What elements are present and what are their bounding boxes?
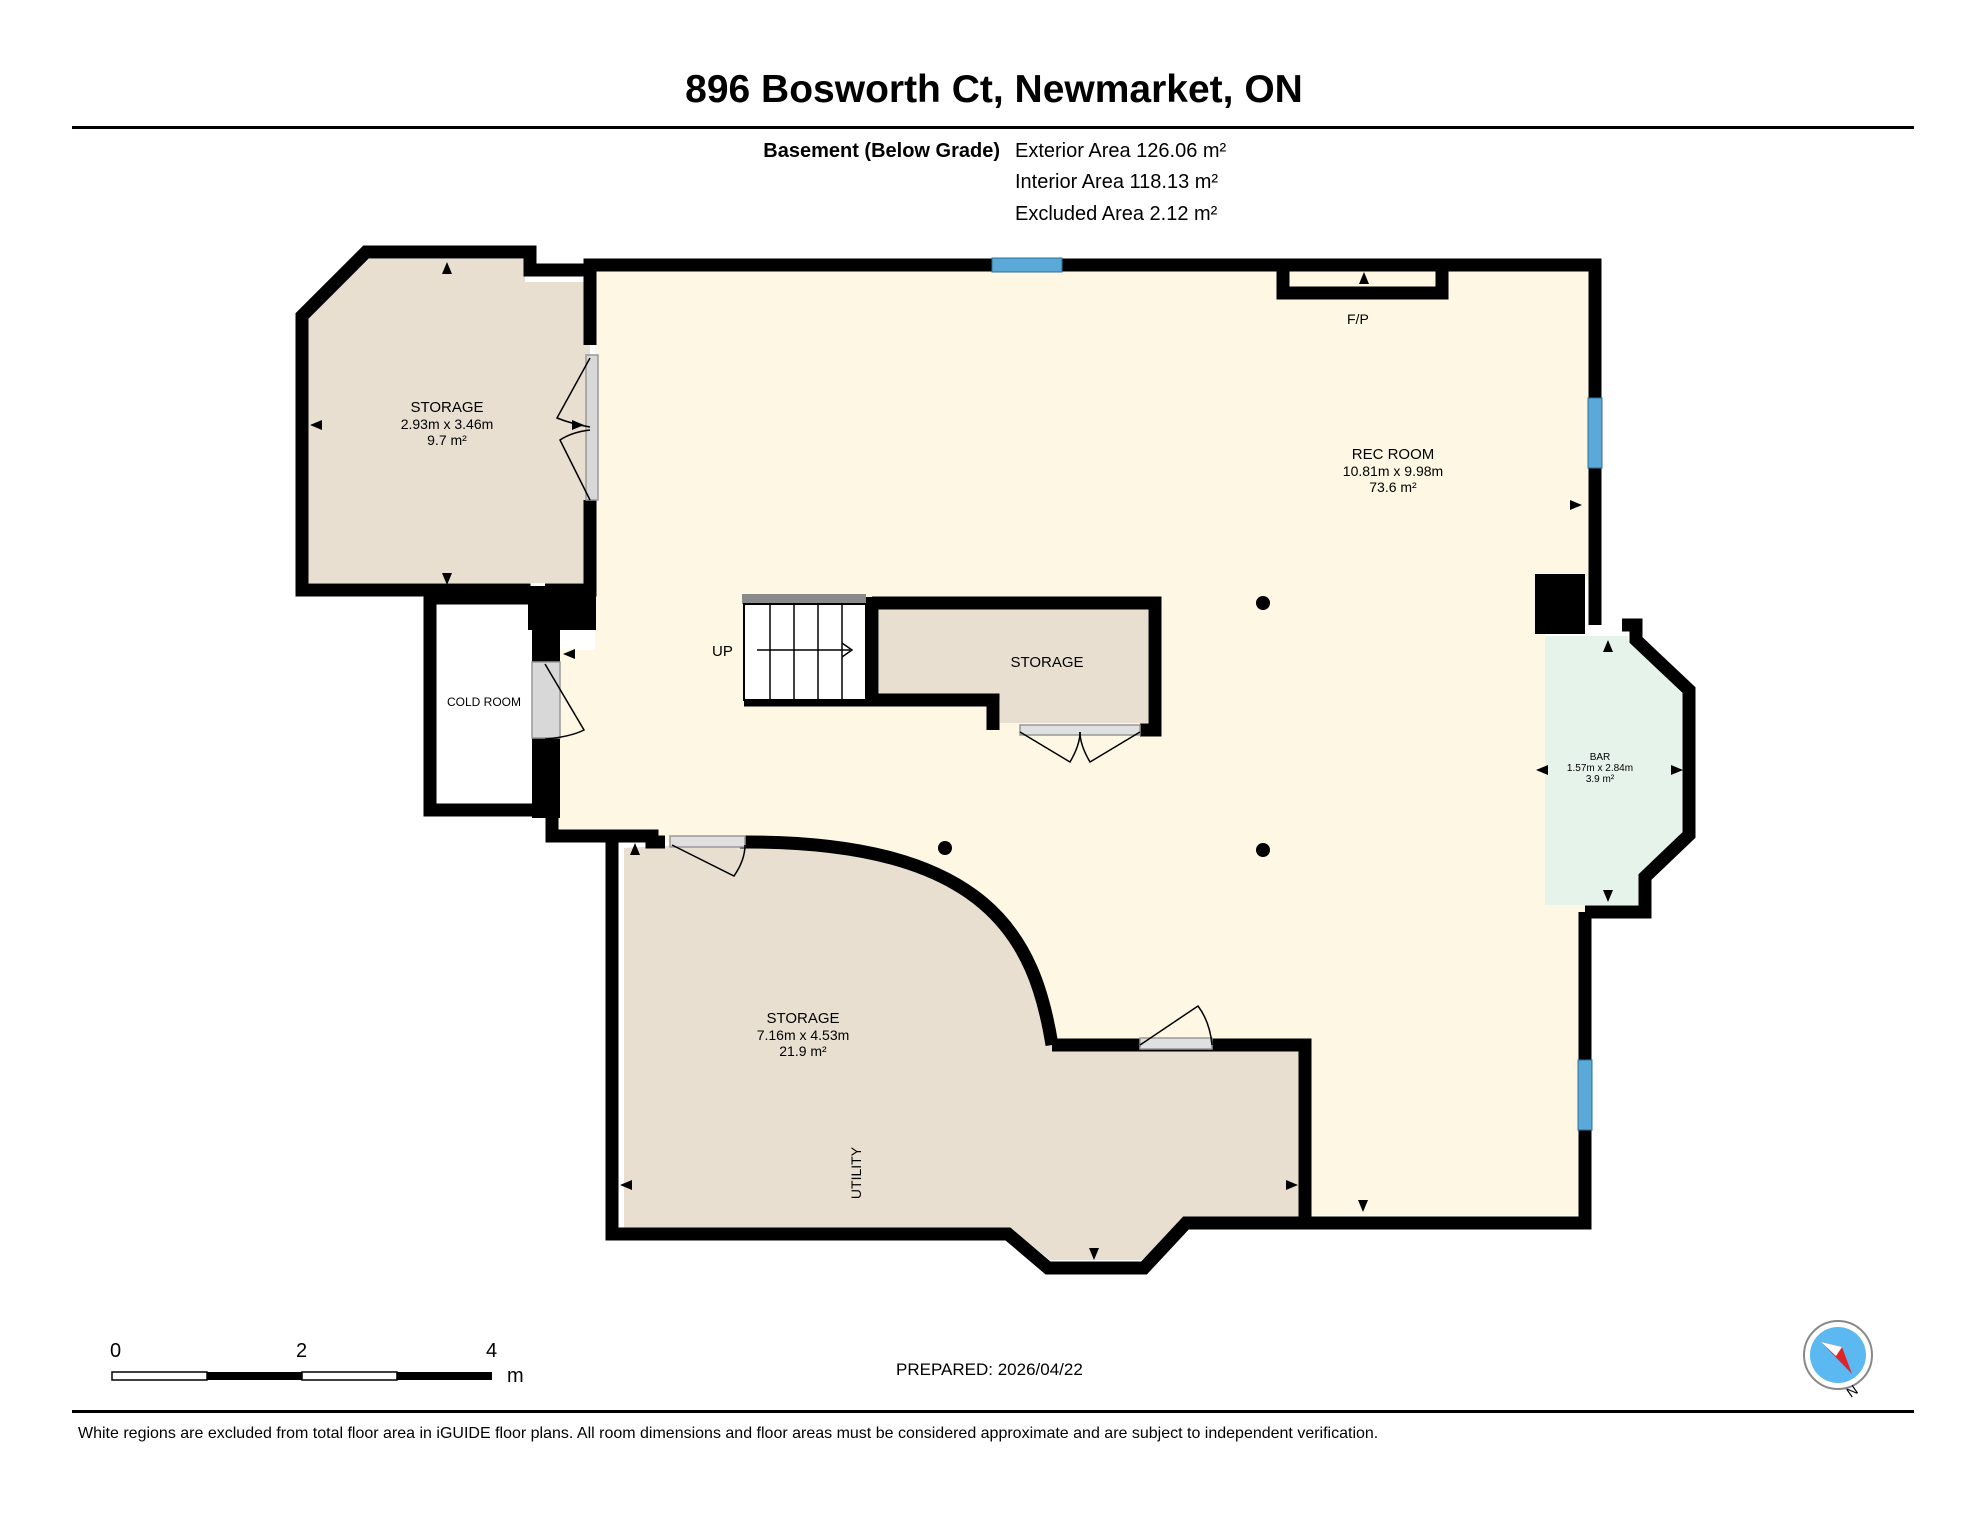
room-dims: 2.93m x 3.46m: [400, 416, 494, 432]
storage-s-floor: [624, 841, 1300, 1260]
footer-rule: [72, 1410, 1914, 1413]
arrow-marker: [442, 262, 452, 274]
cold-room-floor: [438, 604, 532, 800]
room-name: STORAGE: [766, 1010, 840, 1027]
wall-storage-center: [865, 597, 1000, 730]
wall-east-lower: [1305, 912, 1592, 1230]
room-dims: 10.81m x 9.98m: [1342, 463, 1444, 479]
arrow-marker: [1286, 1180, 1298, 1190]
room-dims: 7.16m x 4.53m: [756, 1027, 850, 1043]
door-leaf-coldroom: [544, 663, 586, 740]
scale-bar: [111, 1371, 492, 1381]
windows: [991, 257, 1603, 1131]
room-name: REC ROOM: [1351, 446, 1435, 463]
door-jamb-storage-s: [669, 835, 746, 848]
arrow-marker: [1570, 500, 1582, 510]
level-label: Basement (Below Grade): [763, 140, 1000, 162]
wall-southwest: [545, 810, 612, 843]
door-leaf-storage-center-b: [1079, 731, 1141, 764]
arrow-marker: [630, 843, 640, 855]
window-east-lower: [1577, 1059, 1593, 1131]
door-jamb-storage-nw: [585, 354, 599, 501]
arrow-marker: [1603, 640, 1613, 652]
wall-pier-coldroom: [532, 600, 560, 662]
storage-nw-floor: [302, 259, 590, 583]
room-area: 21.9 m²: [779, 1043, 827, 1059]
arrow-marker: [563, 649, 575, 659]
columns: [938, 596, 1270, 857]
window-east-upper: [1587, 397, 1603, 469]
arrow-marker: [1671, 765, 1683, 775]
door-leaf-storage-s: [671, 844, 746, 877]
column: [1256, 596, 1270, 610]
stairs-top-rail: [742, 594, 866, 604]
room-label-storage-nw: STORAGE 2.93m x 3.46m 9.7 m²: [400, 399, 494, 449]
excluded-area: Excluded Area 2.12 m²: [1015, 203, 1218, 225]
arrow-marker: [620, 1180, 632, 1190]
scale-unit: m: [507, 1365, 524, 1387]
doors: [531, 354, 1213, 1050]
column: [1256, 843, 1270, 857]
arrow-marker: [1536, 765, 1548, 775]
room-name: COLD ROOM: [446, 695, 522, 709]
door-jamb-coldroom: [531, 661, 561, 739]
room-area: 73.6 m²: [1369, 479, 1417, 495]
room-name: STORAGE: [1010, 654, 1084, 671]
room-label-storage-s: STORAGE 7.16m x 4.53m 21.9 m²: [756, 1010, 850, 1060]
room-label-rec-room: REC ROOM 10.81m x 9.98m 73.6 m²: [1342, 446, 1444, 496]
bar-floor: [1545, 636, 1682, 905]
arrow-marker: [442, 573, 452, 585]
arrow-marker: [310, 420, 322, 430]
room-name: STORAGE: [410, 399, 484, 416]
scale-label-4: 4: [486, 1340, 498, 1362]
walls: [295, 245, 1696, 1275]
prepared-date: PREPARED: 2026/04/22: [896, 1360, 1083, 1379]
wall-pier-east: [1535, 574, 1585, 634]
room-area: 9.7 m²: [427, 432, 467, 448]
arrow-marker: [1603, 890, 1613, 902]
wall-utility-corner: [612, 829, 665, 849]
room-label-storage-center: STORAGE: [1010, 655, 1083, 671]
arrow-marker: [572, 420, 584, 430]
wall-curve: [739, 835, 1059, 1047]
storage-center-floor: [879, 604, 1148, 723]
stairs: [742, 594, 867, 701]
wall-fireplace: [1276, 265, 1449, 300]
wall-storage-center-top: [872, 596, 1162, 737]
wall-storage-nw: [295, 245, 597, 598]
room-label-bar: BAR 1.57m x 2.84m 3.9 m²: [1567, 752, 1633, 785]
fireplace-label: F/P: [1347, 311, 1369, 327]
address-title: 896 Bosworth Ct, Newmarket, ON: [685, 68, 1303, 111]
exterior-area: Exterior Area 126.06 m²: [1015, 140, 1227, 162]
wall-bar: [1585, 618, 1696, 919]
door-leaf-utility: [1139, 1004, 1213, 1046]
disclaimer: White regions are excluded from total fl…: [78, 1425, 1379, 1442]
door-jamb-utility: [1139, 1037, 1213, 1050]
room-dims: 1.57m x 2.84m: [1566, 763, 1634, 774]
stairs-arrowhead: [841, 642, 854, 658]
stairs-up-label: UP: [712, 643, 733, 660]
door-leaf-storage-nw-a: [555, 357, 591, 428]
scale-label-0: 0: [110, 1340, 122, 1362]
dimension-markers: [310, 262, 1683, 1260]
interior-area: Interior Area 118.13 m²: [1015, 171, 1219, 193]
arrow-marker: [1358, 1200, 1368, 1212]
compass-icon: [1803, 1320, 1873, 1390]
door-leaf-storage-nw-b: [559, 429, 591, 501]
room-label-cold-room: COLD ROOM: [447, 696, 521, 709]
scale-label-2: 2: [296, 1340, 308, 1362]
column: [938, 841, 952, 855]
wall-south: [605, 842, 1305, 1275]
arrow-marker: [1359, 272, 1369, 284]
room-name: BAR: [1589, 752, 1611, 763]
wall-pier-coldroom-low: [532, 738, 560, 818]
rec-room-floor: [552, 265, 1595, 1215]
arrow-marker: [1089, 1248, 1099, 1260]
stairs-body: [743, 603, 867, 701]
utility-label: UTILITY: [848, 1146, 865, 1200]
room-area: 3.9 m²: [1585, 774, 1615, 785]
header-rule: [72, 126, 1914, 129]
window-north: [991, 257, 1063, 273]
